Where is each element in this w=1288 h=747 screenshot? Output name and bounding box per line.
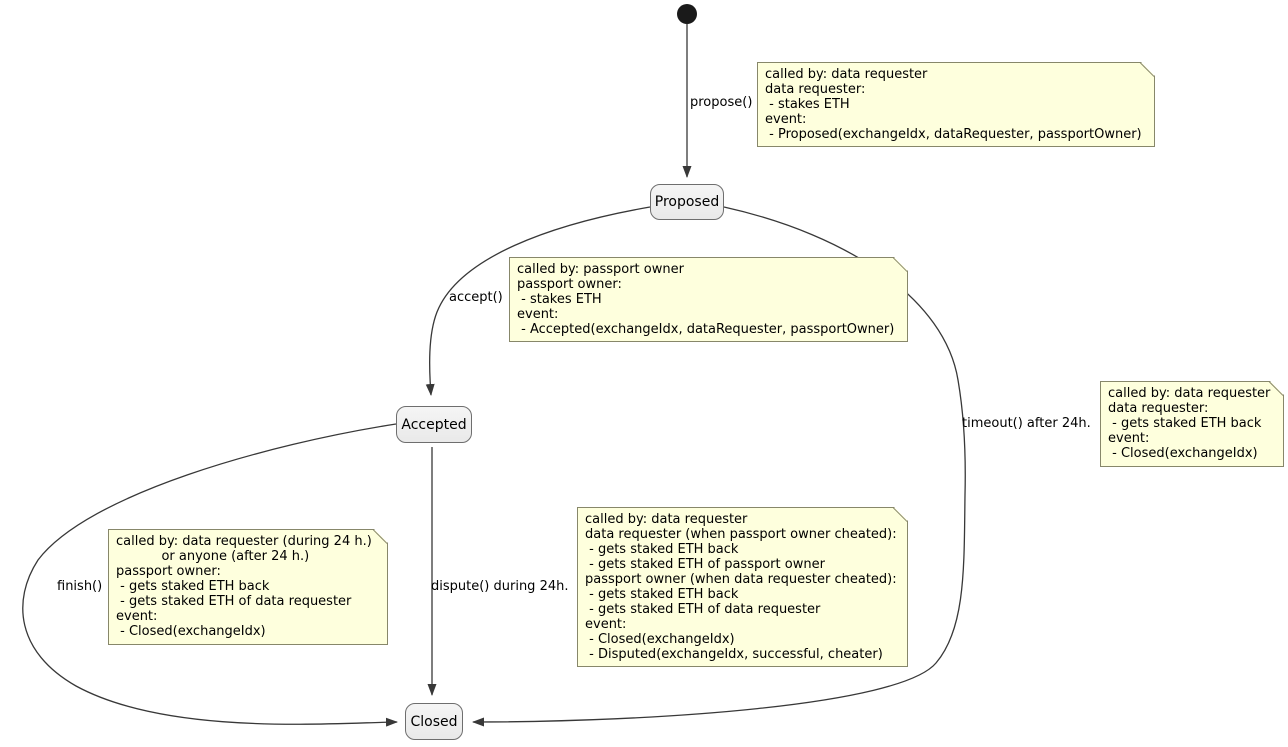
transition-finish-edge (22, 423, 398, 727)
transition-accept-edge (425, 206, 651, 396)
state-accepted: Accepted (396, 406, 472, 443)
state-proposed: Proposed (650, 184, 724, 220)
state-accepted-label: Accepted (401, 416, 467, 433)
note-timeout-text: called by: data requester data requester… (1108, 386, 1271, 461)
note-propose: called by: data requester data requester… (757, 62, 1155, 147)
transition-accept-label: accept() (449, 290, 503, 305)
transition-timeout-label: timeout() after 24h. (962, 416, 1091, 431)
note-propose-text: called by: data requester data requester… (765, 67, 1142, 142)
note-accept-text: called by: passport owner passport owner… (517, 262, 895, 337)
note-finish: called by: data requester (during 24 h.)… (108, 529, 388, 645)
transition-finish-label: finish() (57, 579, 103, 594)
state-closed: Closed (405, 703, 463, 740)
state-closed-label: Closed (410, 713, 458, 730)
transition-dispute-label: dispute() during 24h. (431, 579, 569, 594)
state-proposed-label: Proposed (654, 194, 720, 210)
note-dispute-text: called by: data requester data requester… (585, 512, 897, 662)
initial-state-dot (677, 4, 697, 24)
note-dispute: called by: data requester data requester… (577, 507, 908, 667)
transition-propose-label: propose() (690, 95, 753, 110)
note-timeout: called by: data requester data requester… (1100, 381, 1284, 467)
note-finish-text: called by: data requester (during 24 h.)… (116, 534, 372, 639)
note-accept: called by: passport owner passport owner… (509, 257, 908, 342)
